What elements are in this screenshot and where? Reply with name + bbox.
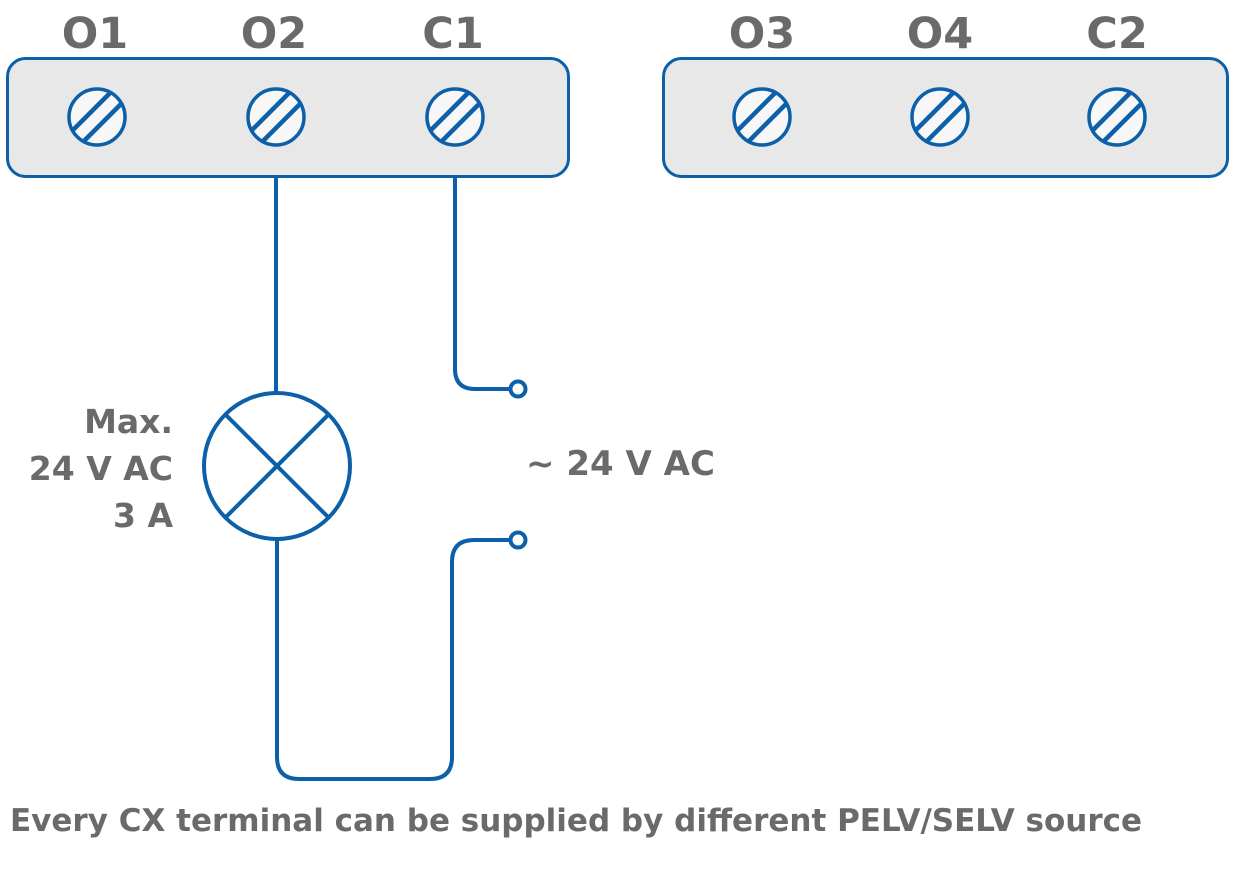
terminal-label-c1: C1 [422, 9, 484, 59]
screw-terminal-icon [425, 87, 485, 147]
lamp-icon [202, 391, 352, 541]
wire-c1-to-source [453, 177, 510, 391]
lamp-rating-line-3: 3 A [113, 496, 173, 535]
terminal-label-o4: O4 [906, 9, 974, 59]
screw-terminal-icon [246, 87, 306, 147]
lamp-rating-line-1: Max. [84, 402, 173, 441]
terminal-label-o2: O2 [240, 9, 308, 59]
terminal-label-o1: O1 [61, 9, 129, 59]
note-text: Every CX terminal can be supplied by dif… [10, 803, 1143, 839]
screw-terminal-icon [67, 87, 127, 147]
screw-terminal-icon [910, 87, 970, 147]
terminal-label-o3: O3 [728, 9, 796, 59]
screw-terminal-icon [1087, 87, 1147, 147]
screw-terminal-icon [732, 87, 792, 147]
source-connection-point-bottom-icon [508, 530, 528, 550]
lamp-rating-line-2: 24 V AC [28, 449, 173, 488]
source-connection-point-top-icon [508, 379, 528, 399]
lamp-rating-label: Max. 24 V AC 3 A [0, 398, 173, 539]
supply-voltage-label: ~ 24 V AC [526, 444, 715, 484]
wire-lamp-to-source [275, 538, 510, 781]
terminal-label-c2: C2 [1086, 9, 1148, 59]
